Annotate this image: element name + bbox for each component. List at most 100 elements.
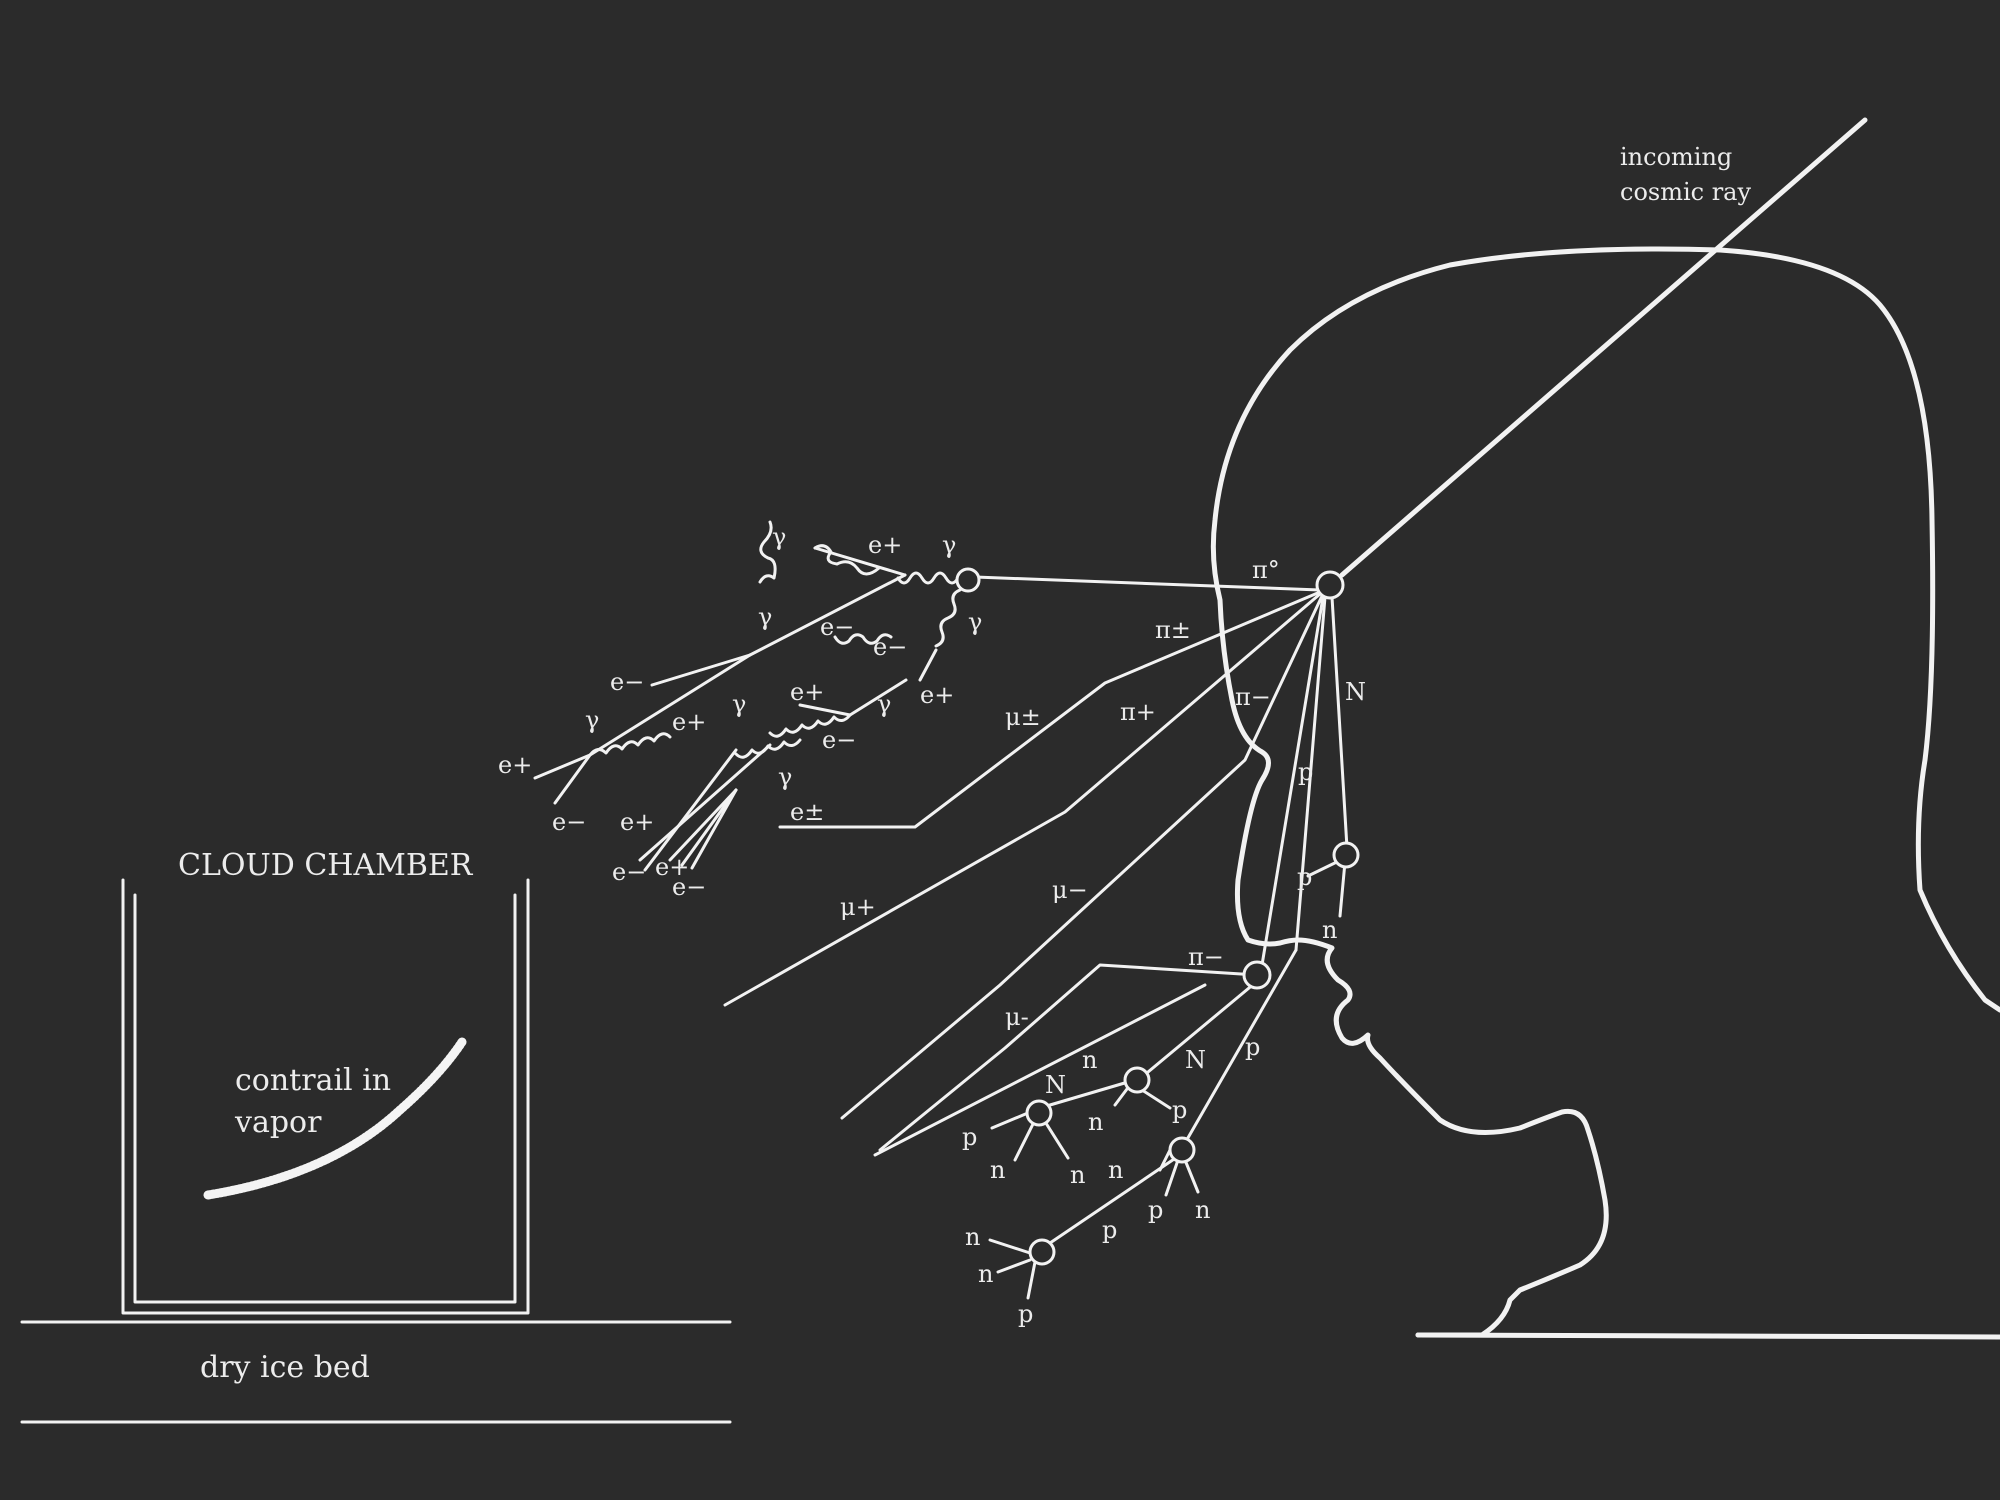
- vertex-circle: [1025, 1099, 1053, 1127]
- track: [848, 678, 908, 717]
- label-N-upper: N: [1345, 678, 1366, 706]
- label-mu-minus: μ−: [1052, 876, 1088, 904]
- contrail-label-line2: vapor: [234, 1105, 322, 1140]
- contrail-core: [209, 1047, 458, 1197]
- gamma-wave: [813, 544, 881, 576]
- gamma-wave: [734, 738, 802, 759]
- label-e-plus: e+: [920, 681, 954, 709]
- label-n: n: [978, 1260, 993, 1288]
- vertex-circle: [1242, 960, 1272, 990]
- cloud-chamber-title: CLOUD CHAMBER: [178, 848, 474, 883]
- label-e-minus: e−: [820, 613, 854, 641]
- label-N-lower: N: [1185, 1046, 1206, 1074]
- label-e-minus: e−: [822, 726, 856, 754]
- label-n: n: [1195, 1196, 1210, 1224]
- label-p: p: [962, 1123, 977, 1151]
- contrail-label-line1: contrail in: [235, 1063, 391, 1098]
- track: [650, 653, 752, 687]
- branch: [996, 1258, 1032, 1274]
- gamma-wave: [588, 732, 672, 757]
- track: [638, 743, 772, 862]
- label-e-plus: e+: [790, 678, 824, 706]
- p-lower-track: [1183, 948, 1298, 1145]
- pi-plus-track: [723, 592, 1322, 1007]
- N-branch-track: [1048, 1080, 1130, 1107]
- label-gamma: γ: [968, 608, 982, 636]
- gamma-wave: [768, 713, 852, 738]
- label-mu-pm: μ±: [1005, 703, 1041, 731]
- branch: [1338, 860, 1347, 918]
- label-e-plus: e+: [620, 808, 654, 836]
- pi-minus-track: [840, 594, 1324, 1120]
- track: [748, 573, 907, 657]
- label-n: n: [1082, 1046, 1097, 1074]
- cosmic-ray-label-line1: incoming: [1620, 143, 1732, 171]
- N-lower-track: [1140, 981, 1257, 1079]
- vertex-circle: [1123, 1066, 1151, 1094]
- gamma-wave: [833, 633, 893, 645]
- label-gamma: γ: [732, 690, 746, 718]
- label-gamma: γ: [585, 706, 599, 734]
- label-p-upper: p: [1298, 758, 1313, 786]
- branch: [1164, 1158, 1180, 1197]
- cosmic-ray-track: [1339, 117, 1868, 578]
- vertex-circle: [955, 567, 981, 593]
- label-p-vertex: p: [1297, 863, 1312, 891]
- label-gamma: γ: [772, 523, 786, 551]
- gamma-wave: [758, 520, 777, 584]
- vertex-circle: [1332, 841, 1360, 869]
- mu-minus-track-2: [873, 983, 1207, 1157]
- track: [918, 648, 938, 682]
- label-e-minus: e−: [610, 668, 644, 696]
- track: [533, 753, 592, 780]
- head-silhouette: [1210, 246, 2000, 1338]
- chamber-outer-wall: [121, 878, 530, 1315]
- label-pi-plus: π+: [1120, 698, 1156, 726]
- label-e-minus: e−: [612, 858, 646, 886]
- track: [643, 748, 738, 872]
- pi-minus-secondary-track: [1260, 595, 1325, 967]
- label-mu-minus-2: μ-: [1005, 1003, 1029, 1031]
- dry-ice-bed-label: dry ice bed: [200, 1350, 370, 1385]
- label-gamma: γ: [942, 531, 956, 559]
- label-e-plus: e+: [498, 751, 532, 779]
- track: [690, 788, 738, 870]
- label-p-lower: p: [1245, 1033, 1260, 1061]
- track: [680, 788, 738, 867]
- label-pi-minus: π−: [1235, 683, 1271, 711]
- label-e-plus: e+: [655, 853, 689, 881]
- label-p: p: [1148, 1196, 1163, 1224]
- proton-track: [1294, 595, 1327, 952]
- track: [813, 546, 907, 577]
- gamma-wave: [934, 588, 962, 648]
- label-e-minus: e−: [873, 633, 907, 661]
- label-p: p: [1102, 1216, 1117, 1244]
- nucleon-track: [1330, 595, 1349, 850]
- branch: [1026, 1260, 1037, 1300]
- branch: [1042, 1118, 1070, 1160]
- branch: [1140, 1088, 1172, 1110]
- label-n: n: [990, 1156, 1005, 1184]
- track: [553, 753, 592, 805]
- ground-line-right: [1415, 1332, 2000, 1340]
- label-e-pm: e±: [790, 798, 824, 826]
- pi-pm-track: [778, 590, 1322, 829]
- pi0-track: [973, 575, 1322, 592]
- label-gamma: γ: [758, 603, 772, 631]
- track: [798, 703, 852, 717]
- label-n: n: [1088, 1108, 1103, 1136]
- primary-vertex: [1315, 570, 1345, 600]
- label-e-minus: e−: [552, 808, 586, 836]
- label-n: n: [965, 1223, 980, 1251]
- label-pi0: π°: [1252, 556, 1280, 584]
- label-pi-pm: π±: [1155, 616, 1191, 644]
- branch: [1183, 1158, 1200, 1194]
- pi-minus-lower-track: [878, 963, 1259, 1152]
- branch: [1013, 1118, 1037, 1162]
- label-pi-minus-lower: π−: [1188, 943, 1224, 971]
- cosmic-ray-label-line2: cosmic ray: [1620, 178, 1751, 206]
- label-p: p: [1018, 1300, 1033, 1328]
- vertex-circle: [1028, 1238, 1056, 1266]
- vertex-circle: [1168, 1136, 1196, 1164]
